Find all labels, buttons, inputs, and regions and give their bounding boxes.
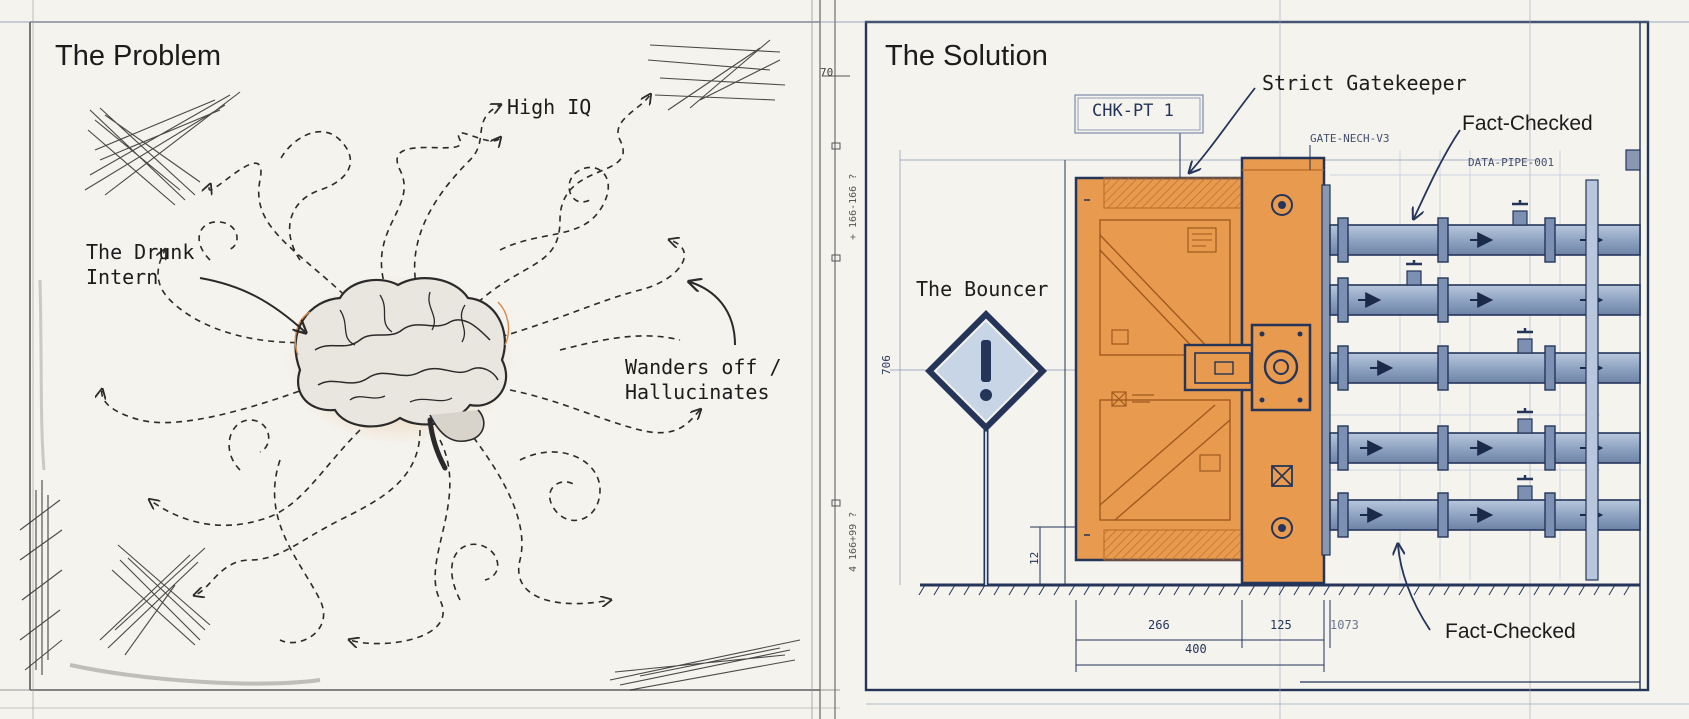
margin-lower-value: 4 166+99 ? xyxy=(848,511,859,572)
margin-ruler xyxy=(822,0,850,719)
ground-line xyxy=(918,583,1640,596)
fact-checked-top-label: Fact-Checked xyxy=(1462,112,1593,135)
bouncer-label: The Bouncer xyxy=(916,277,1049,301)
gate-lock-mechanism xyxy=(1183,156,1331,585)
strict-gatekeeper-label: Strict Gatekeeper xyxy=(1262,71,1467,95)
label-arrows xyxy=(199,277,736,346)
wandering-arrows xyxy=(102,95,700,644)
high-iq-label: High IQ xyxy=(507,95,592,119)
margin-top-value: 70 xyxy=(820,66,834,79)
fact-checked-bottom-label: Fact-Checked xyxy=(1445,620,1576,643)
margin-upper-value: + 166-166 ? xyxy=(848,173,859,240)
wanders-off-label: Wanders off / Hallucinates xyxy=(625,355,782,404)
dimension-gate-width: 125 xyxy=(1270,618,1292,632)
dimension-offset: 12 xyxy=(1028,551,1041,565)
dimension-lines xyxy=(1030,94,1331,672)
callout-arrows xyxy=(1190,87,1461,631)
data-pipe-label: DATA-PIPE-001 xyxy=(1468,156,1555,169)
dimension-height: 706 xyxy=(880,355,893,375)
dimension-door-width: 266 xyxy=(1148,618,1170,632)
bouncer-warning-sign xyxy=(925,310,1047,585)
brain-icon xyxy=(285,275,515,471)
dimension-total-width: 400 xyxy=(1185,642,1207,656)
dimension-extra-width: 1073 xyxy=(1330,618,1359,632)
solution-title: The Solution xyxy=(885,40,1048,72)
data-pipes xyxy=(1329,149,1641,581)
drunk-intern-label: The Drunk Intern xyxy=(86,240,195,289)
checkpoint-label: CHK-PT 1 xyxy=(1092,101,1174,121)
scribble-marks xyxy=(19,39,801,691)
gate-door xyxy=(1074,176,1244,562)
gate-mech-label: GATE-NECH-V3 xyxy=(1310,132,1390,145)
problem-title: The Problem xyxy=(55,40,222,72)
